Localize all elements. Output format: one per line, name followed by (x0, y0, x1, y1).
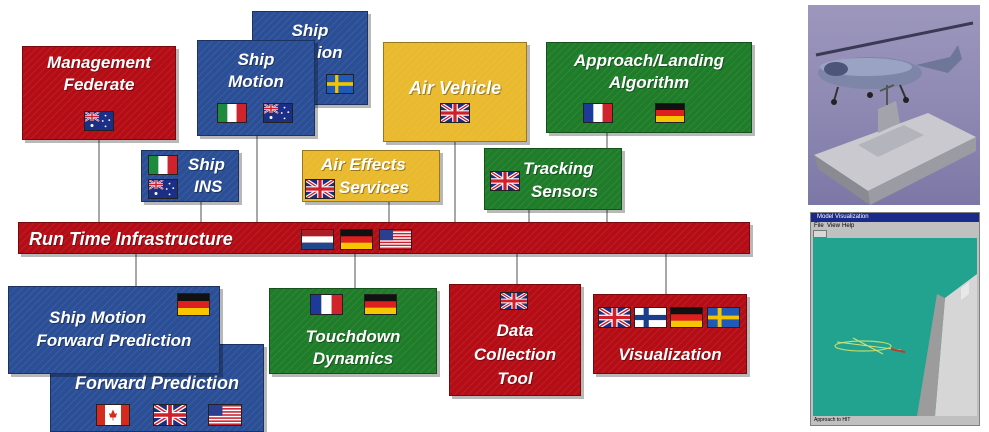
flag-uk (153, 404, 187, 426)
connector-line (256, 136, 258, 222)
box-label: Collection (473, 345, 557, 364)
connector-line (665, 254, 667, 294)
connector-line (516, 254, 518, 284)
box-label: Touchdown (305, 327, 401, 346)
flag-france (310, 294, 343, 315)
window-title-bar: Model Visualization (811, 213, 979, 222)
box-label: Air Vehicle (408, 78, 502, 98)
window-menu-bar: File View Help (811, 222, 979, 230)
model-visualization-window: Model Visualization File View Help Appro… (810, 212, 980, 426)
window-toolbar (813, 230, 827, 238)
data-collection-box: Data Collection Tool (449, 284, 581, 396)
rti-bar: Run Time Infrastructure (18, 222, 750, 254)
box-label: Forward Prediction (36, 331, 192, 350)
flag-usa (379, 229, 412, 250)
flag-canada (96, 404, 130, 426)
visualization-viewport (813, 238, 977, 416)
box-label: INS (194, 177, 223, 196)
box-label: Tool (497, 369, 533, 388)
box-label: Dynamics (312, 349, 394, 368)
connector-line (454, 142, 456, 222)
box-label: Ship Motion (49, 308, 147, 327)
box-label: Ship (188, 155, 225, 174)
connector-line (98, 140, 100, 222)
box-label: Ship (291, 21, 329, 40)
box-label: Services (339, 178, 409, 197)
flag-germany (670, 307, 703, 328)
helicopter-ship-image (808, 5, 980, 205)
flag-germany (364, 294, 397, 315)
air-effects-box: Air Effects Services (302, 150, 440, 202)
approach-landing-box: Approach/Landing Algorithm (546, 42, 752, 133)
flag-sweden (707, 307, 740, 328)
ship-motion-box: Ship Motion (197, 40, 315, 136)
box-label: Tracking (523, 159, 594, 178)
connector-line (135, 254, 137, 286)
box-label: Sensors (531, 182, 599, 201)
flag-germany (177, 293, 210, 316)
flag-uk (440, 103, 470, 123)
box-label: Forward Prediction (74, 373, 240, 393)
flag-uk (305, 179, 335, 199)
box-label: Ship (237, 50, 275, 69)
menu-item-view[interactable]: View (827, 223, 840, 229)
tracking-sensors-box: Tracking Sensors (484, 148, 622, 210)
flag-australia (84, 111, 114, 131)
box-label: Management (47, 53, 151, 72)
connector-line (354, 254, 356, 288)
box-label: Motion (228, 72, 284, 91)
flag-uk (500, 292, 528, 310)
flag-usa (208, 404, 242, 426)
touchdown-dynamics-box: Touchdown Dynamics (269, 288, 437, 374)
flag-australia (263, 103, 293, 123)
flag-netherlands (301, 229, 334, 250)
flag-germany (655, 103, 685, 123)
management-federate-box: Management Federate (22, 46, 176, 140)
ship-graphic (814, 84, 976, 205)
box-label: Visualization (618, 345, 722, 364)
box-label: ion (317, 43, 343, 62)
box-label: Algorithm (608, 73, 690, 92)
flag-germany (340, 229, 373, 250)
connector-line (388, 200, 390, 222)
connector-line (528, 210, 530, 222)
helicopter-graphic (815, 21, 974, 105)
flag-italy (148, 155, 178, 175)
window-status-bar: Approach to HIT (814, 417, 851, 423)
flag-uk (598, 307, 631, 328)
connector-line (200, 200, 202, 222)
air-vehicle-box: Air Vehicle (383, 42, 527, 142)
flag-australia (148, 179, 178, 199)
menu-item-file[interactable]: File (814, 223, 824, 229)
window-title: Model Visualization (817, 214, 869, 220)
ship-motion-forward-box: Ship Motion Forward Prediction (8, 286, 220, 374)
rti-label: Run Time Infrastructure (29, 229, 233, 249)
flag-france (583, 103, 613, 123)
flag-uk (490, 171, 520, 191)
ship-ins-box: Ship INS (141, 150, 239, 202)
box-label: Federate (63, 75, 135, 94)
menu-item-help[interactable]: Help (842, 223, 855, 229)
box-label: Data (496, 321, 534, 340)
box-label: Approach/Landing (573, 51, 725, 70)
box-label: Air Effects (321, 155, 406, 174)
flag-finland (634, 307, 667, 328)
flag-sweden (326, 74, 354, 94)
flag-italy (217, 103, 247, 123)
visualization-box: Visualization (593, 294, 747, 374)
